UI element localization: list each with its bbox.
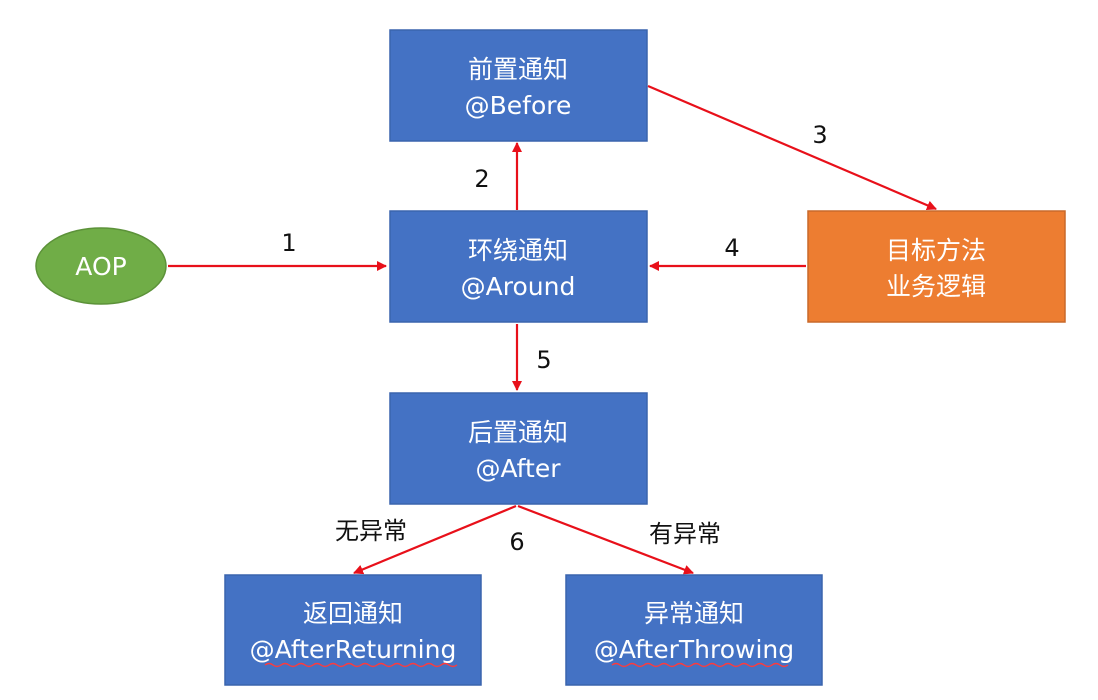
edges bbox=[168, 84, 937, 575]
before-box bbox=[389, 29, 648, 142]
returning-title: 返回通知 bbox=[303, 599, 403, 628]
node-around: 环绕通知 @Around bbox=[389, 210, 648, 323]
edge-label-1: 1 bbox=[281, 229, 296, 257]
returning-annotation: @AfterReturning bbox=[250, 635, 457, 664]
throwing-box bbox=[565, 574, 823, 686]
after-annotation: @After bbox=[475, 454, 561, 483]
throwing-title: 异常通知 bbox=[644, 599, 744, 628]
target-box bbox=[807, 210, 1066, 323]
returning-box bbox=[224, 574, 482, 686]
edge-before-to-target bbox=[647, 84, 937, 211]
around-annotation: @Around bbox=[461, 272, 576, 301]
edge-label-no-exception: 无异常 bbox=[335, 517, 407, 545]
node-target: 目标方法 业务逻辑 bbox=[807, 210, 1066, 323]
edge-label-3: 3 bbox=[812, 121, 827, 149]
edge-label-has-exception: 有异常 bbox=[649, 520, 721, 548]
before-title: 前置通知 bbox=[468, 55, 568, 84]
edge-after-to-returning bbox=[353, 504, 517, 575]
aop-label: AOP bbox=[75, 252, 126, 281]
edge-label-6: 6 bbox=[509, 528, 524, 556]
node-before: 前置通知 @Before bbox=[389, 29, 648, 142]
before-annotation: @Before bbox=[465, 91, 572, 120]
edge-label-2: 2 bbox=[474, 165, 489, 193]
node-throwing: 异常通知 @AfterThrowing bbox=[565, 574, 823, 686]
spellcheck-underline-returning bbox=[264, 662, 458, 668]
node-aop: AOP bbox=[35, 227, 167, 305]
around-title: 环绕通知 bbox=[468, 236, 568, 265]
edge-after-to-throwing bbox=[517, 504, 694, 575]
around-box bbox=[389, 210, 648, 323]
target-title: 目标方法 bbox=[886, 236, 986, 265]
aop-ellipse bbox=[35, 227, 167, 305]
throwing-annotation: @AfterThrowing bbox=[594, 635, 794, 664]
edge-label-5: 5 bbox=[536, 346, 551, 374]
after-title: 后置通知 bbox=[468, 418, 568, 447]
node-returning: 返回通知 @AfterReturning bbox=[224, 574, 482, 686]
edge-label-4: 4 bbox=[724, 234, 739, 262]
edge-labels: 1 2 3 4 5 6 无异常 有异常 bbox=[281, 121, 827, 556]
target-subtitle: 业务逻辑 bbox=[886, 272, 986, 301]
node-after: 后置通知 @After bbox=[389, 392, 648, 505]
spellcheck-underline-throwing bbox=[611, 662, 789, 668]
after-box bbox=[389, 392, 648, 505]
